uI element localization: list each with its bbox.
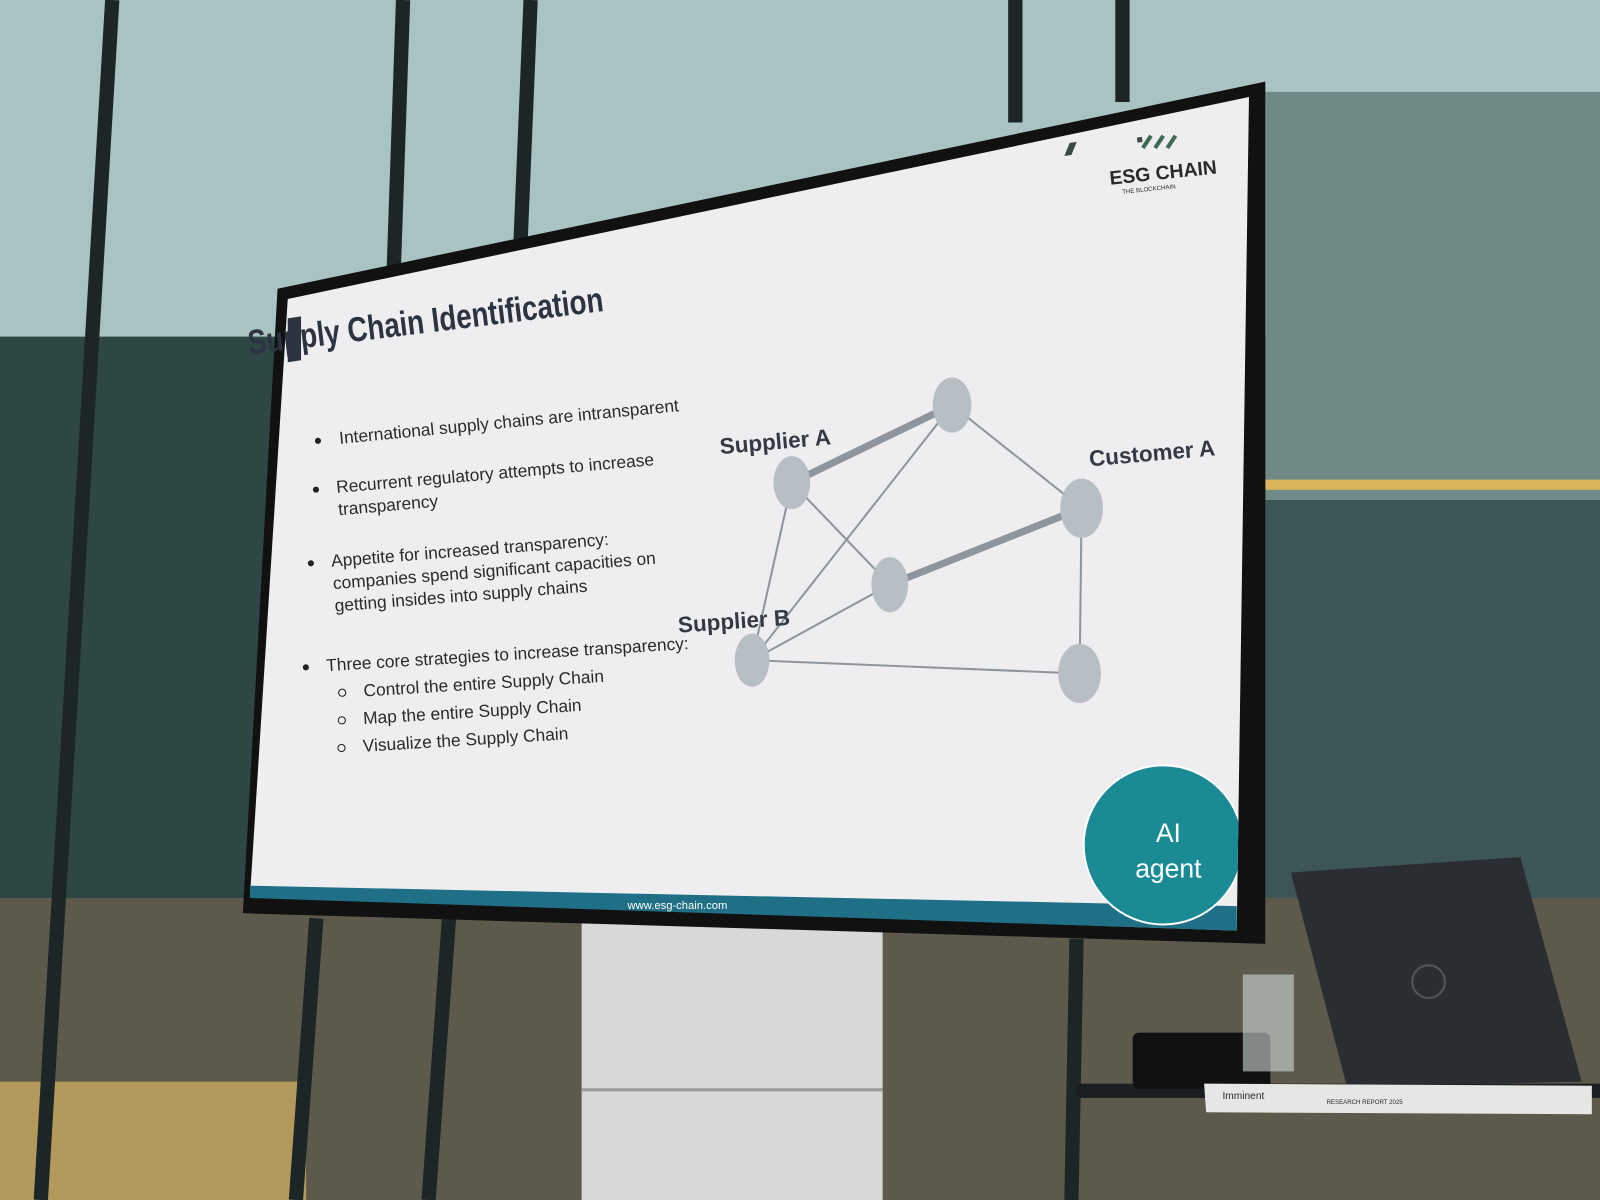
laptop-logo-icon bbox=[1411, 964, 1446, 999]
research-report-book bbox=[1204, 1083, 1592, 1115]
badge-line-1: AI bbox=[1156, 818, 1181, 848]
ai-agent-badge: AI agent bbox=[1082, 764, 1244, 926]
footer-url: www.esg-chain.com bbox=[627, 900, 728, 912]
light-strip bbox=[1265, 479, 1600, 490]
laptop-lid bbox=[1290, 857, 1582, 1087]
badge-line-2: agent bbox=[1135, 854, 1202, 884]
book-subtitle: RESEARCH REPORT 2025 bbox=[1327, 1099, 1404, 1106]
left-window bbox=[0, 336, 286, 909]
network-node-supplier-a bbox=[773, 456, 811, 510]
window-mullions bbox=[33, 0, 1130, 1200]
network-node bbox=[871, 557, 909, 613]
speaker bbox=[1132, 1032, 1271, 1089]
building-facade bbox=[1265, 91, 1600, 500]
supply-chain-network-diagram: Supplier A Supplier B Customer A bbox=[677, 377, 1216, 704]
network-node-supplier-b bbox=[734, 633, 770, 687]
water-glass bbox=[1242, 974, 1294, 1072]
network-node-customer-a bbox=[1060, 478, 1104, 538]
slide-footer-bar bbox=[250, 885, 1237, 931]
network-node bbox=[1058, 643, 1102, 704]
title-accent-bar bbox=[287, 316, 302, 363]
screen-stand bbox=[581, 923, 883, 1200]
slide-background bbox=[250, 96, 1249, 931]
network-node bbox=[932, 377, 972, 433]
book-brand: Imminent bbox=[1222, 1091, 1264, 1102]
